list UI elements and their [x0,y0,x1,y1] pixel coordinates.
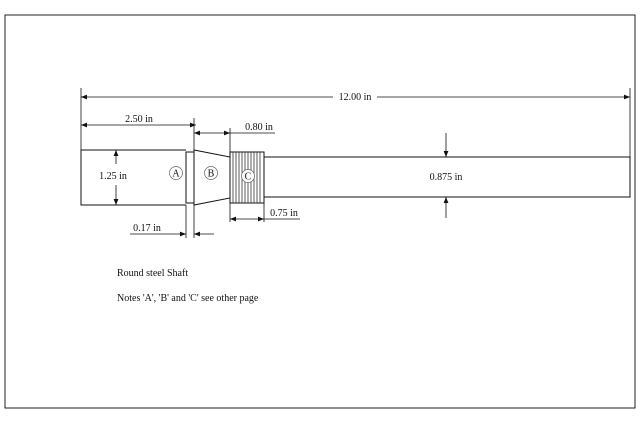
dim-thread-length [229,197,300,222]
section-large-diameter [80,149,186,206]
dim-thread-length-label: 0.75 in [270,208,298,219]
dim-section-a-length-label: 2.50 in [125,114,153,125]
dim-taper-length [194,128,275,152]
sheet-border [4,14,636,409]
dim-large-diameter-label: 1.25 in [99,171,127,182]
shaft-outline [80,149,631,206]
callout-b: B [204,166,218,180]
dim-taper-length-label: 0.80 in [245,122,273,133]
callout-c-label: C [245,172,252,183]
note-title: Round steel Shaft [117,268,188,279]
callout-a: A [169,166,183,180]
dim-overall-length-label: 12.00 in [339,92,372,103]
dim-overall-length [80,88,631,157]
callout-c: C [241,169,255,183]
callout-b-label: B [208,169,215,180]
thread-section [229,151,265,204]
note-reference: Notes 'A', 'B' and 'C' see other page [117,293,259,304]
dim-groove-width-label: 0.17 in [133,223,161,234]
dim-shaft-diameter-label: 0.875 in [430,172,463,183]
groove [185,151,195,204]
callout-a-label: A [172,169,180,180]
dim-groove-width [130,205,214,238]
